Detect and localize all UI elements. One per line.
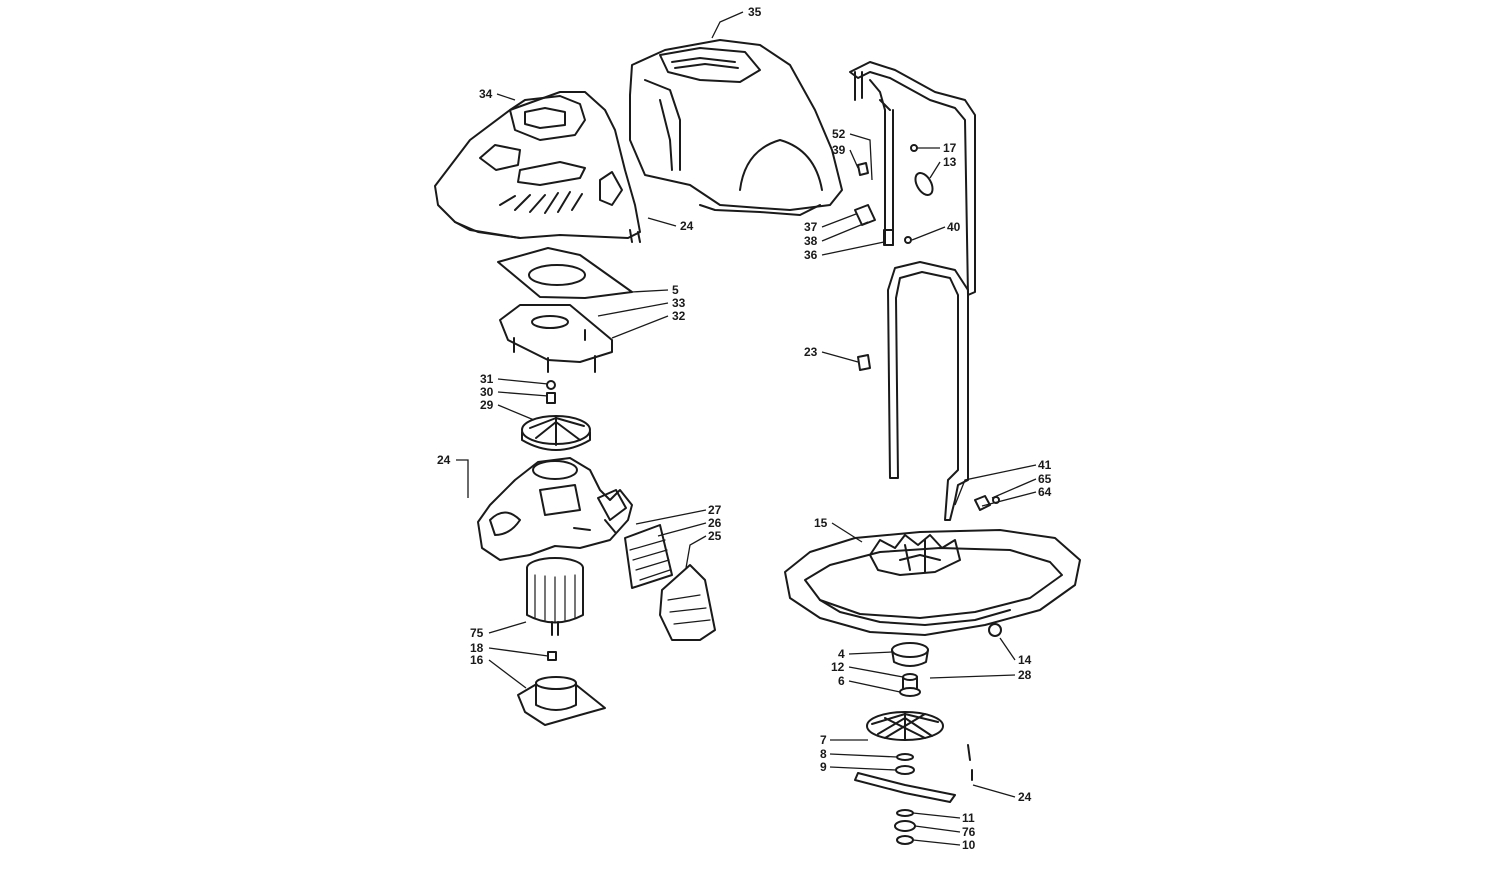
blade-assembly-part <box>854 642 973 845</box>
part-label-39: 39 <box>832 143 846 157</box>
part-label-7: 7 <box>820 733 827 747</box>
rear-cover-part <box>629 39 843 216</box>
upper-handle-part <box>849 61 976 296</box>
part-label-37: 37 <box>804 220 818 234</box>
deck-part <box>784 529 1081 637</box>
part-label-31: 31 <box>480 372 494 386</box>
part-label-23: 23 <box>804 345 818 359</box>
part-label-11: 11 <box>962 811 975 825</box>
part-label-38: 38 <box>804 234 818 248</box>
gasket-plate-part <box>497 247 633 299</box>
part-label-52: 52 <box>832 127 846 141</box>
part-label-13: 13 <box>943 155 957 169</box>
part-label-12: 12 <box>831 660 845 674</box>
part-label-18: 18 <box>470 641 484 655</box>
part-label-40: 40 <box>947 220 961 234</box>
part-label-29: 29 <box>480 398 494 412</box>
part-number-labels: 35 34 24 5 33 32 31 30 29 24 27 26 25 75… <box>437 5 1052 852</box>
part-label-5: 5 <box>672 283 679 297</box>
part-label-35: 35 <box>748 5 762 19</box>
part-label-8: 8 <box>820 747 827 761</box>
part-label-76: 76 <box>962 825 976 839</box>
part-label-64: 64 <box>1038 485 1052 499</box>
part-label-32: 32 <box>672 309 686 323</box>
upper-fan-part <box>521 380 591 451</box>
part-label-26: 26 <box>708 516 722 530</box>
part-label-24: 24 <box>680 219 694 233</box>
part-label-10: 10 <box>962 838 976 852</box>
part-label-9: 9 <box>820 760 827 774</box>
part-label-16: 16 <box>470 653 484 667</box>
part-label-34: 34 <box>479 87 493 101</box>
part-label-36: 36 <box>804 248 818 262</box>
mounting-plate-part <box>499 304 613 373</box>
part-label-24: 24 <box>437 453 451 467</box>
lower-handle-part <box>887 261 969 521</box>
part-label-75: 75 <box>470 626 484 640</box>
hood-cover-part <box>434 91 641 243</box>
part-label-30: 30 <box>480 385 494 399</box>
part-label-25: 25 <box>708 529 722 543</box>
part-label-4: 4 <box>838 647 845 661</box>
part-label-17: 17 <box>943 141 957 155</box>
part-label-28: 28 <box>1018 668 1032 682</box>
filter-grid-part <box>624 524 716 641</box>
part-label-41: 41 <box>1038 458 1052 472</box>
part-label-27: 27 <box>708 503 722 517</box>
motor-housing-part <box>477 457 633 561</box>
part-label-6: 6 <box>838 674 845 688</box>
part-label-65: 65 <box>1038 472 1052 486</box>
part-label-33: 33 <box>672 296 686 310</box>
handle-small-parts <box>854 144 1000 511</box>
leader-lines <box>456 11 1037 846</box>
part-label-14: 14 <box>1018 653 1032 667</box>
part-label-24: 24 <box>1018 790 1032 804</box>
base-bracket-part <box>517 651 606 726</box>
motor-part <box>526 557 584 636</box>
part-label-15: 15 <box>814 516 828 530</box>
